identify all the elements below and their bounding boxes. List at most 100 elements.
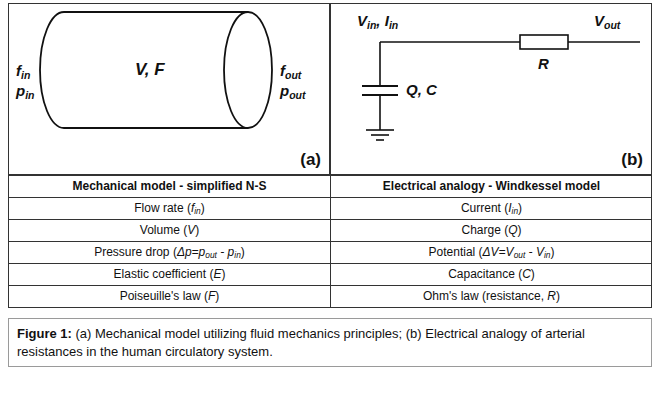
text-run: f <box>280 62 285 79</box>
table-cell: Volume (V) <box>9 223 330 237</box>
text-run: (b) <box>621 150 643 169</box>
text-run: R <box>547 289 556 303</box>
text-run: I <box>508 201 511 215</box>
table-rule <box>8 285 652 286</box>
text-run: Potential ( <box>429 245 483 259</box>
text-run: V <box>594 12 604 29</box>
text-run: C <box>522 267 531 281</box>
text-run: Capacitance ( <box>448 267 522 281</box>
resistor-label: R <box>538 55 549 72</box>
table-cell: Flow rate (fin) <box>9 201 330 215</box>
pressure-label: pout <box>280 82 306 99</box>
ground-symbol <box>376 139 384 141</box>
terminal-label: Vout <box>594 12 620 29</box>
text-run: ΔV=V <box>483 245 514 259</box>
table-cell: Ohm's law (resistance, R) <box>331 289 652 303</box>
text-run: ) <box>556 289 560 303</box>
text-run: Q, C <box>406 81 437 98</box>
text-run: Volume ( <box>140 223 187 237</box>
terminal-label: Vin, Iin <box>357 12 398 29</box>
flow-label: fin <box>16 62 30 79</box>
wire <box>379 42 381 86</box>
table-cell: Capacitance (C) <box>331 267 652 281</box>
text-run: in <box>367 19 376 31</box>
text-run: f <box>191 201 194 215</box>
table-rule <box>8 241 652 242</box>
ground-symbol <box>366 129 394 131</box>
caption-text: Figure 1: (a) Mechanical model utilizing… <box>17 326 585 359</box>
text-run: out <box>514 250 526 260</box>
wire <box>380 41 520 43</box>
text-run: ) <box>201 201 205 215</box>
wire <box>379 95 381 130</box>
table-cell: Elastic coefficient (E) <box>9 267 330 281</box>
capacitor-plate <box>362 85 398 87</box>
text-run: in <box>25 89 34 101</box>
wire <box>568 41 640 43</box>
text-run: ) <box>518 201 522 215</box>
vessel-cylinder: V, F <box>38 10 274 130</box>
text-run: Pressure drop ( <box>94 245 177 259</box>
text-run: Electrical analogy - Windkessel model <box>383 179 600 193</box>
text-run: Q <box>508 223 517 237</box>
text-run: E <box>213 267 221 281</box>
text-run: in <box>544 250 551 260</box>
text-run: V, F <box>135 60 165 79</box>
text-run: V <box>187 223 195 237</box>
resistor-symbol <box>520 35 568 49</box>
panel-letter: (a) <box>300 150 321 170</box>
text-run: - p <box>217 245 234 259</box>
text-run: Figure 1: <box>17 326 72 341</box>
table-cell: Charge (Q) <box>331 223 652 237</box>
text-run: Ohm's law (resistance, <box>423 289 547 303</box>
text-run: ) <box>195 223 199 237</box>
table-rule <box>8 197 652 198</box>
text-run: ) <box>518 223 522 237</box>
table-rule <box>8 263 652 264</box>
panel-letter: (b) <box>621 150 643 170</box>
text-run: R <box>538 55 549 72</box>
text-run: out <box>285 69 301 81</box>
table-header: Electrical analogy - Windkessel model <box>331 179 652 193</box>
capacitor-label: Q, C <box>406 81 437 98</box>
text-run: out <box>289 89 305 101</box>
text-run: Mechanical model - simplified N-S <box>72 179 266 193</box>
text-run: - V <box>525 245 544 259</box>
table-frame <box>9 176 652 308</box>
text-run: p <box>16 82 25 99</box>
text-run: Poiseuille's law ( <box>120 289 208 303</box>
cylinder-path <box>40 12 272 128</box>
text-run: ) <box>215 289 219 303</box>
text-run: ) <box>221 267 225 281</box>
text-run: Flow rate ( <box>134 201 191 215</box>
text-run: out <box>604 19 620 31</box>
text-run: p <box>280 82 289 99</box>
text-run: Δp=p <box>177 245 205 259</box>
text-run: in <box>194 206 201 216</box>
table-cell: Current (Iin) <box>331 201 652 215</box>
text-run: (a) Mechanical model utilizing fluid mec… <box>17 326 585 359</box>
text-run: V <box>357 12 367 29</box>
vessel-label: V, F <box>135 60 165 80</box>
table-header: Mechanical model - simplified N-S <box>9 179 330 193</box>
text-run: (a) <box>300 150 321 169</box>
text-run: , I <box>376 12 389 29</box>
text-run: in <box>21 69 30 81</box>
text-run: Current ( <box>461 201 508 215</box>
text-run: in <box>512 206 519 216</box>
text-run: ) <box>241 245 245 259</box>
table-cell: Potential (ΔV=Vout - Vin) <box>331 245 652 259</box>
table-cell: Poiseuille's law (F) <box>9 289 330 303</box>
ground-symbol <box>371 134 389 136</box>
text-run: in <box>234 250 241 260</box>
text-run: f <box>16 62 21 79</box>
text-run: Elastic coefficient ( <box>114 267 214 281</box>
table-cell: Pressure drop (Δp=pout - pin) <box>9 245 330 259</box>
text-run: F <box>208 289 215 303</box>
table-rule <box>8 219 652 220</box>
text-run: ) <box>550 245 554 259</box>
pressure-label: pin <box>16 82 35 99</box>
text-run: in <box>389 19 398 31</box>
text-run: Charge ( <box>461 223 508 237</box>
text-run: ) <box>531 267 535 281</box>
